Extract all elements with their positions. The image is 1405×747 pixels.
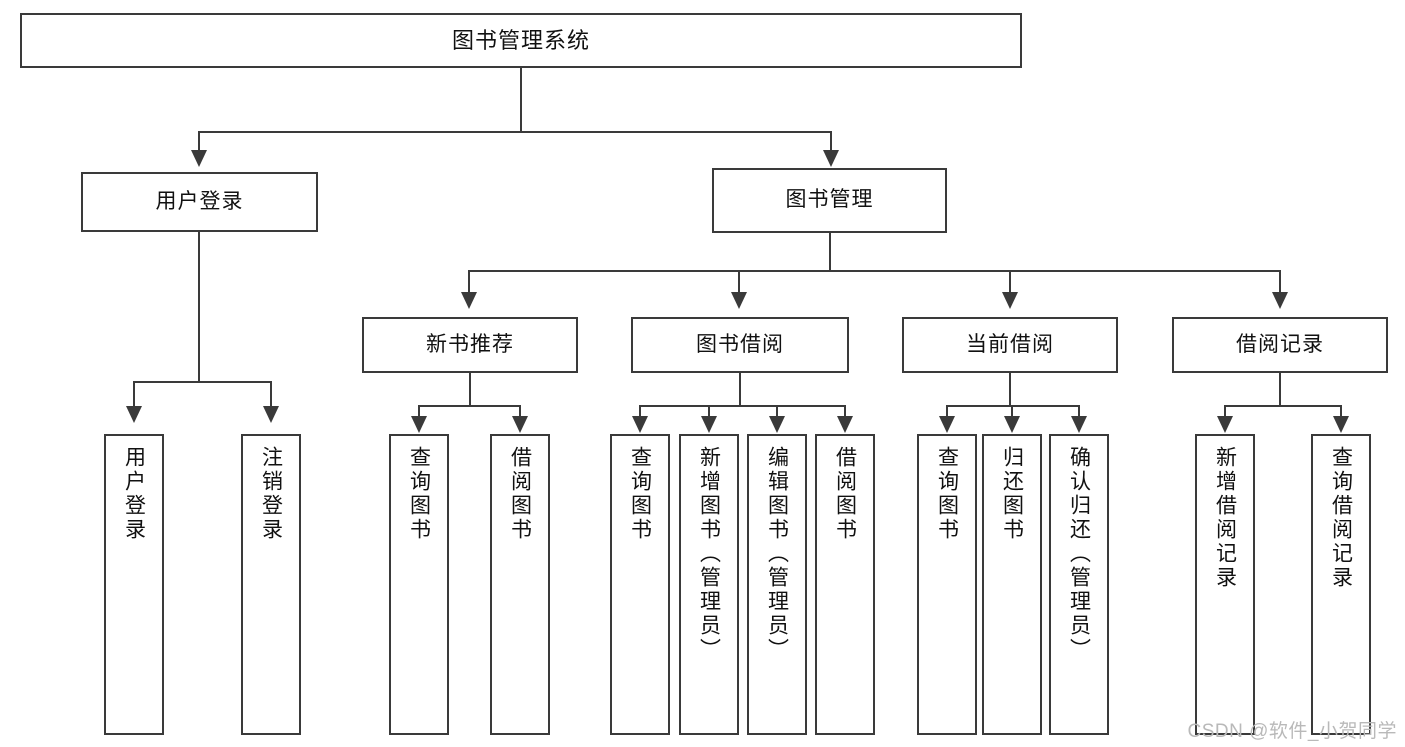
node-label: 用户登录 [155,189,244,213]
node-new-book-recommend[interactable]: 新书推荐 [362,317,578,373]
leaf-current-borrow-confirm-return[interactable]: 确认归还（管理员） [1049,434,1109,735]
connector-book-borrow-l4 [844,405,846,423]
arrowhead-book-borrow-l3 [769,416,785,433]
connector-borrow-record-l1 [1224,405,1226,423]
leaf-new-book-borrow[interactable]: 借阅图书 [490,434,550,735]
arrowhead-root-to-book-manage [823,150,839,167]
arrowhead-book-borrow-l2 [701,416,717,433]
arrowhead-borrow-record-l1 [1217,416,1233,433]
node-current-borrow[interactable]: 当前借阅 [902,317,1118,373]
node-label: 查询图书 [935,446,959,542]
arrowhead-new-book-l1 [411,416,427,433]
node-borrow-record[interactable]: 借阅记录 [1172,317,1388,373]
leaf-book-borrow-borrow[interactable]: 借阅图书 [815,434,875,735]
arrowhead-root-to-user-login [191,150,207,167]
node-label: 归还图书 [1000,446,1024,542]
arrowhead-user-login-right [263,406,279,423]
leaf-book-borrow-edit[interactable]: 编辑图书（管理员） [747,434,807,735]
node-book-management[interactable]: 图书管理 [712,168,947,233]
connector-book-borrow-bar [639,405,846,407]
arrowhead-book-borrow-l4 [837,416,853,433]
connector-borrow-record-stem [1279,373,1281,406]
connector-borrow-record-bar [1224,405,1342,407]
leaf-new-book-query[interactable]: 查询图书 [389,434,449,735]
connector-root-bar [198,131,832,133]
node-user-login[interactable]: 用户登录 [81,172,318,232]
node-label: 新书推荐 [426,332,514,356]
arrowhead-user-login-left [126,406,142,423]
connector-root-stem [520,68,522,132]
node-label: 查询图书 [628,446,652,542]
node-label: 图书借阅 [696,332,784,356]
connector-book-manage-c3 [1009,270,1011,295]
node-label: 借阅记录 [1236,332,1324,356]
node-label: 借阅图书 [508,446,532,542]
node-label: 用户登录 [122,446,146,542]
connector-book-borrow-stem [739,373,741,406]
arrowhead-borrow-record-l2 [1333,416,1349,433]
leaf-user-login-logout[interactable]: 注销登录 [241,434,301,735]
node-book-borrow[interactable]: 图书借阅 [631,317,849,373]
connector-new-book-bar [418,405,521,407]
node-label: 当前借阅 [966,332,1054,356]
connector-root-to-user-login [198,131,200,153]
arrowhead-current-borrow-l1 [939,416,955,433]
node-label: 注销登录 [259,446,283,542]
node-label: 图书管理 [785,188,874,212]
arrowhead-book-manage-c3 [1002,292,1018,309]
node-label: 借阅图书 [833,446,857,542]
arrowhead-book-manage-c2 [731,292,747,309]
connector-user-login-bar [133,381,270,383]
connector-book-borrow-l1 [639,405,641,423]
node-root-system[interactable]: 图书管理系统 [20,13,1022,68]
leaf-borrow-record-add[interactable]: 新增借阅记录 [1195,434,1255,735]
connector-user-login-stem [198,232,200,382]
connector-user-login-left [133,381,135,409]
arrowhead-current-borrow-l3 [1071,416,1087,433]
connector-current-borrow-stem [1009,373,1011,406]
connector-book-borrow-l3 [776,405,778,423]
arrowhead-current-borrow-l2 [1004,416,1020,433]
connector-book-borrow-l2 [708,405,710,423]
connector-book-manage-bar [468,270,1280,272]
node-label: 查询图书 [407,446,431,542]
node-label: 图书管理系统 [451,27,590,53]
connector-current-borrow-l2 [1011,405,1013,423]
connector-current-borrow-l1 [946,405,948,423]
leaf-book-borrow-query[interactable]: 查询图书 [610,434,670,735]
leaf-book-borrow-add[interactable]: 新增图书（管理员） [679,434,739,735]
arrowhead-book-manage-c1 [461,292,477,309]
connector-borrow-record-l2 [1340,405,1342,423]
leaf-current-borrow-query[interactable]: 查询图书 [917,434,977,735]
connector-user-login-right [270,381,272,409]
connector-new-book-l2 [519,405,521,423]
leaf-current-borrow-return[interactable]: 归还图书 [982,434,1042,735]
connector-root-to-book-manage [830,131,832,153]
watermark-text: CSDN @软件_小贺同学 [1187,721,1397,742]
leaf-borrow-record-query[interactable]: 查询借阅记录 [1311,434,1371,735]
connector-book-manage-stem [829,233,831,271]
arrowhead-book-borrow-l1 [632,416,648,433]
connector-book-manage-c2 [738,270,740,295]
connector-new-book-l1 [418,405,420,423]
connector-book-manage-c4 [1279,270,1281,295]
connector-book-manage-c1 [468,270,470,295]
arrowhead-book-manage-c4 [1272,292,1288,309]
node-label: 编辑图书（管理员） [765,446,789,662]
node-label: 新增图书（管理员） [697,446,721,662]
node-label: 查询借阅记录 [1329,446,1353,590]
connector-new-book-stem [469,373,471,406]
node-label: 新增借阅记录 [1213,446,1237,590]
node-label: 确认归还（管理员） [1067,446,1091,662]
leaf-user-login-login[interactable]: 用户登录 [104,434,164,735]
connector-current-borrow-l3 [1078,405,1080,423]
arrowhead-new-book-l2 [512,416,528,433]
